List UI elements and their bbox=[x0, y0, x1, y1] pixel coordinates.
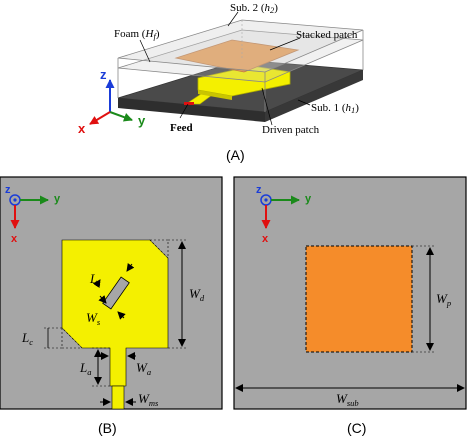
axis-x-label-3d: x bbox=[78, 121, 86, 136]
foam-label: Foam (Hf) bbox=[114, 28, 160, 41]
panel-a-3d-view: Sub. 2 (h2) Foam (Hf) Stacked patch Sub.… bbox=[78, 2, 364, 163]
stacked-patch-3d bbox=[174, 39, 300, 73]
ws-arrow-2 bbox=[117, 311, 126, 320]
axis-z-label-c: z bbox=[256, 184, 262, 196]
driven-patch-3d-face bbox=[198, 90, 232, 100]
leader-sub1 bbox=[297, 99, 311, 106]
wsub-label: Wsub bbox=[336, 391, 359, 408]
axis-y-label-c: y bbox=[305, 193, 312, 205]
ls-label: Ls bbox=[89, 271, 101, 288]
caption-b: (B) bbox=[98, 420, 117, 436]
wd-label: Wd bbox=[189, 286, 205, 303]
driven-patch-label: Driven patch bbox=[262, 124, 320, 136]
panel-c-stacked-patch: Wp Wsub z y x (C) bbox=[233, 176, 467, 436]
leader-stacked bbox=[269, 37, 301, 51]
stacked-patch bbox=[305, 245, 413, 353]
corner-cut-bottom-left bbox=[61, 327, 83, 349]
axis-x-label-b: x bbox=[11, 233, 18, 245]
axis-x-label-c: x bbox=[262, 233, 269, 245]
wp-label: Wp bbox=[436, 291, 451, 308]
stacked-patch-label: Stacked patch bbox=[296, 29, 358, 41]
sub1-side bbox=[265, 70, 363, 122]
axes-3d: z y x bbox=[78, 67, 146, 136]
sub2-label: Sub. 2 (h2) bbox=[230, 2, 278, 15]
feed-line bbox=[111, 385, 125, 410]
wa-label: Wa bbox=[136, 360, 151, 377]
axes-2d-b: z y x bbox=[5, 184, 61, 245]
leader-foam bbox=[139, 39, 151, 63]
wms-label: Wms bbox=[138, 391, 159, 408]
axis-y-label-3d: y bbox=[138, 113, 146, 128]
feed-label: Feed bbox=[170, 122, 193, 134]
leader-driven bbox=[261, 87, 273, 126]
caption-a: (A) bbox=[226, 147, 245, 163]
feed-port-3d bbox=[184, 102, 194, 105]
panel-b-driven-patch: Ls Ws Wd Lc La W bbox=[0, 176, 223, 436]
caption-c: (C) bbox=[347, 420, 366, 436]
ws-label: Ws bbox=[86, 310, 101, 327]
axis-y-label-b: y bbox=[54, 193, 61, 205]
ls-arrow-1 bbox=[92, 279, 101, 289]
axes-2d-c: z y x bbox=[256, 184, 312, 245]
sub1-front bbox=[118, 98, 265, 122]
la-label: La bbox=[79, 360, 91, 377]
axis-z-label-3d: z bbox=[100, 67, 107, 82]
sub1-label: Sub. 1 (h1) bbox=[311, 102, 359, 115]
lc-label: Lc bbox=[21, 330, 33, 347]
slot bbox=[102, 276, 130, 310]
leader-sub2 bbox=[227, 11, 239, 27]
ws-arrow-1 bbox=[98, 295, 107, 304]
axis-z-label-b: z bbox=[5, 184, 11, 196]
ls-arrow-2 bbox=[126, 262, 135, 272]
leader-feed bbox=[179, 103, 189, 119]
corner-cut-top-right bbox=[149, 239, 169, 259]
